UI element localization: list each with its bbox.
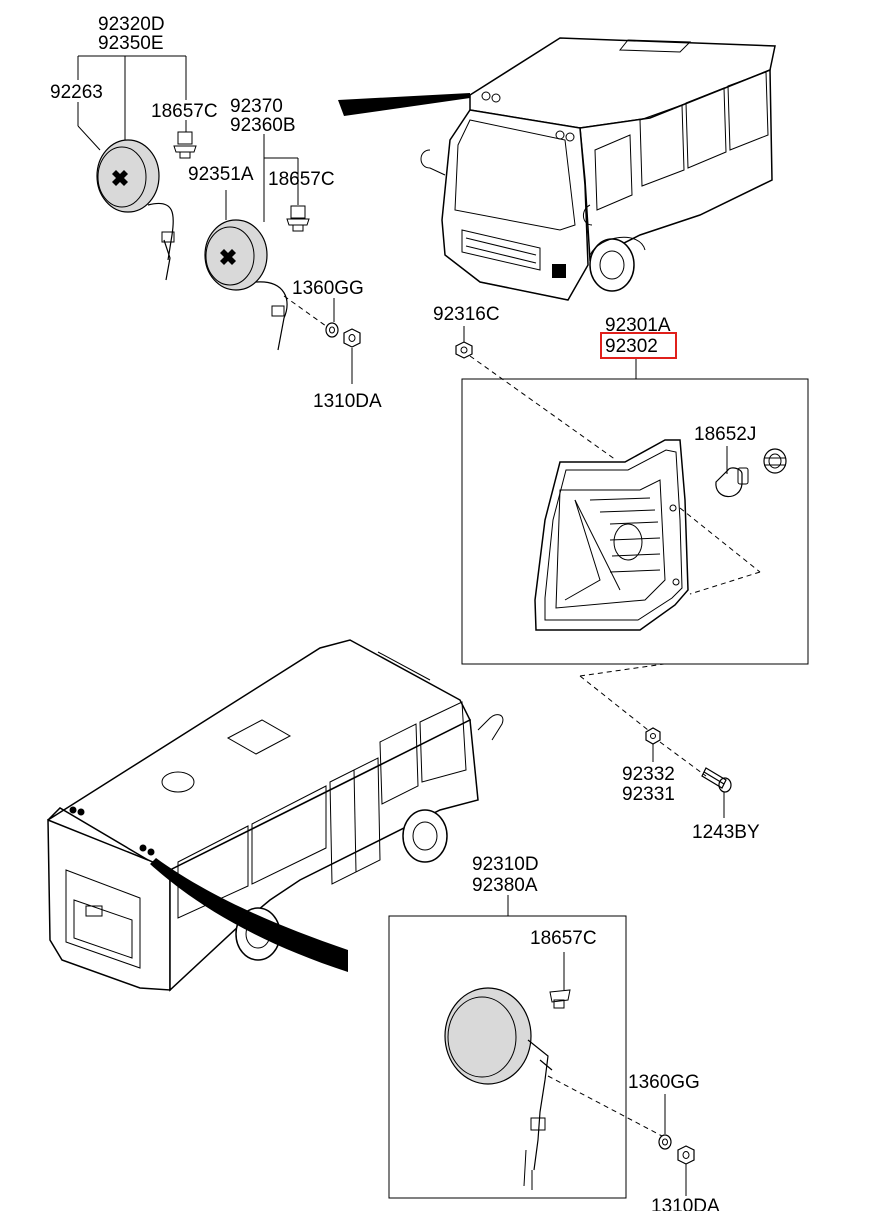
screw-1243BY (701, 767, 732, 818)
corner-lamp-box (461, 378, 809, 665)
leader-lines-top-left (77, 55, 353, 384)
nut-92332 (645, 727, 661, 762)
bulb-18657C-a (173, 131, 197, 159)
label-1360GG-a: 1360GG (292, 278, 364, 299)
label-92332: 92332 (622, 764, 675, 785)
round-lamp-92310D (444, 987, 553, 1190)
nut-1310DA-a (343, 328, 361, 348)
part-labels: 92320D 92350E 92263 18657C 92370 92360B … (50, 14, 760, 1211)
nut-1310DA-b (677, 1145, 695, 1196)
label-1360GG-b: 1360GG (628, 1072, 700, 1093)
bus-front-view (338, 37, 776, 301)
label-92331: 92331 (622, 784, 675, 805)
highlight-box-92302 (600, 332, 677, 359)
bulb-18657C-c (549, 952, 571, 1009)
bulb-18652J (715, 446, 749, 498)
bus-rear-view (47, 639, 504, 992)
label-1310DA-a: 1310DA (313, 391, 382, 412)
washer-1360GG-a (325, 322, 339, 338)
round-lamp-92351A (204, 219, 288, 351)
label-92350E: 92350E (98, 33, 164, 54)
nut-92316C (455, 326, 473, 359)
bulb-18657C-b (286, 205, 310, 232)
round-lamp-92263 (96, 139, 175, 281)
label-92351A: 92351A (188, 164, 254, 185)
label-92360B: 92360B (230, 115, 296, 136)
label-1310DA-b: 1310DA (651, 1196, 720, 1211)
label-18657C-c: 18657C (530, 928, 597, 949)
label-92380A: 92380A (472, 875, 538, 896)
label-92302: 92302 (605, 336, 658, 357)
label-92310D: 92310D (472, 854, 539, 875)
label-92316C: 92316C (433, 304, 500, 325)
corner-lamp-92302 (534, 439, 689, 631)
label-92320D: 92320D (98, 14, 165, 35)
label-18657C-a: 18657C (151, 101, 218, 122)
bulb-socket (763, 448, 787, 474)
washer-1360GG-b (658, 1094, 672, 1150)
label-18657C-b: 18657C (268, 169, 335, 190)
label-92370: 92370 (230, 96, 283, 117)
label-92263: 92263 (50, 82, 103, 103)
label-1243BY: 1243BY (692, 822, 760, 843)
label-18652J: 18652J (694, 424, 756, 445)
label-92301A: 92301A (605, 315, 671, 336)
